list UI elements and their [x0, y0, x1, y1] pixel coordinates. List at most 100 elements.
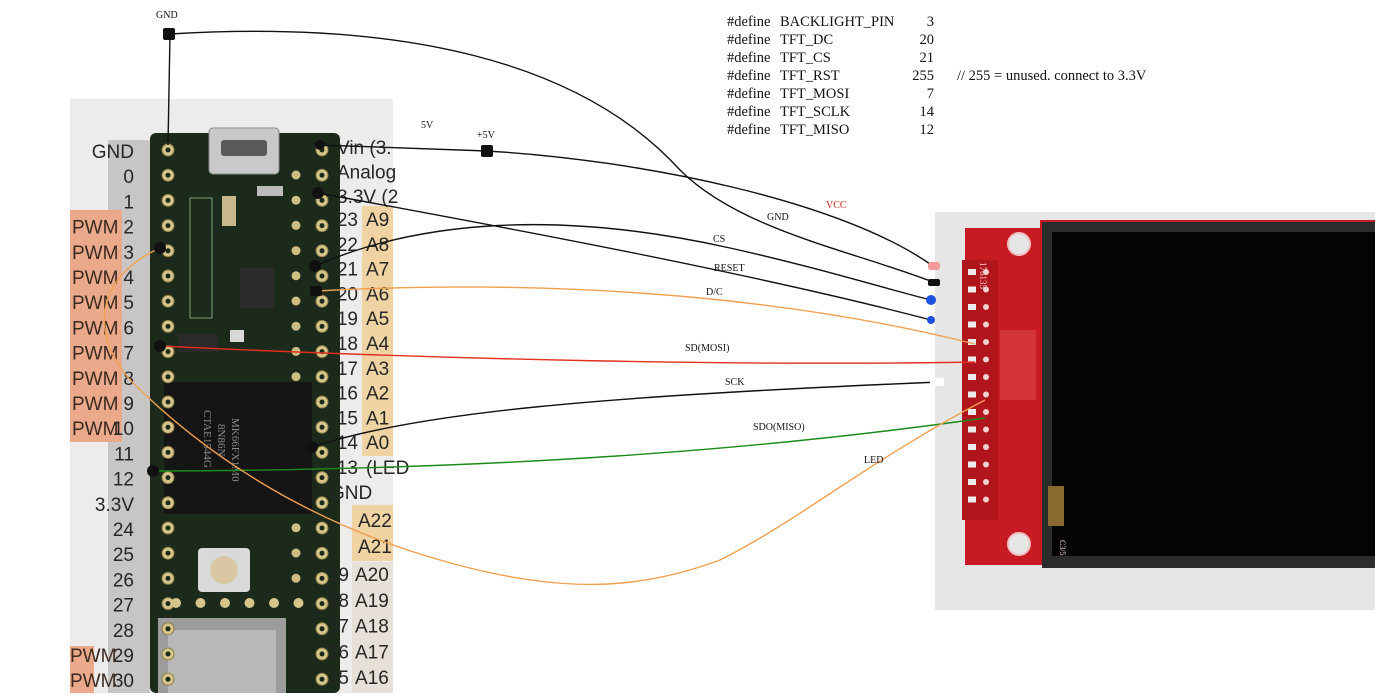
define-name: TFT_SCLK: [780, 104, 851, 120]
header-pin: [968, 269, 976, 275]
define-keyword: #define: [727, 32, 770, 48]
right-top-label: Vin (3.: [337, 138, 392, 159]
header-pad: [983, 374, 989, 380]
pwm-label: PWM: [70, 646, 116, 667]
display-screen: [1052, 232, 1375, 556]
header-pin: [968, 321, 976, 328]
pwm-label: PWM: [72, 394, 118, 415]
define-value: 14: [920, 104, 935, 120]
right-lower-analog-label: A22: [358, 511, 392, 532]
right-digital-label: 23: [337, 210, 358, 231]
right-analog-label: A1: [366, 408, 389, 429]
plus5v-label: +5V: [477, 130, 496, 141]
define-keyword: #define: [727, 104, 770, 120]
left-pin-label: 5: [123, 293, 134, 314]
inner-pad: [291, 296, 301, 306]
left-pad-hole: [165, 500, 171, 506]
inner-pad: [291, 195, 301, 205]
reset-pin-marker: [927, 316, 935, 324]
right-bottom-digital-label: 35: [328, 668, 349, 689]
left-pin-label: 27: [113, 596, 134, 617]
pwm-label: PWM: [72, 243, 118, 264]
smd-part: [230, 330, 244, 342]
header-pad: [983, 321, 989, 328]
header-pin: [968, 304, 976, 310]
left-pin-label: 30: [113, 671, 134, 692]
wire-cs: [314, 223, 932, 301]
gnd-pin-marker: [928, 279, 940, 286]
gnd-marker: [163, 28, 175, 40]
right-pad-hole: [319, 525, 325, 531]
header-pin: [968, 286, 976, 293]
right-pad-hole: [319, 500, 325, 506]
define-keyword: #define: [727, 68, 770, 84]
left-pin-label: 7: [123, 344, 134, 365]
right-digital-label: 17: [337, 359, 358, 380]
wire-dc: [315, 286, 976, 345]
inner-pad: [291, 372, 301, 382]
define-name: TFT_MISO: [780, 122, 849, 138]
header-pad: [983, 286, 989, 293]
fpc-connector: [1048, 486, 1064, 526]
left-pad-hole: [165, 424, 171, 430]
bottom-pad: [171, 598, 181, 608]
inner-pad: [291, 523, 301, 533]
reset-label: RESET: [714, 263, 745, 274]
right-pad-hole: [319, 323, 325, 329]
left-pin-label: 1: [123, 192, 134, 213]
inner-pad: [291, 271, 301, 281]
header-pad: [983, 304, 989, 310]
define-value: 7: [927, 86, 934, 102]
small-chip: [240, 268, 274, 308]
teensy-vin-marker: [315, 140, 325, 150]
sck-label: SCK: [725, 377, 745, 388]
left-pin-label: 9: [123, 394, 134, 415]
right-pad-hole: [319, 575, 325, 581]
right-pad-hole: [319, 626, 325, 632]
right-bottom-analog-label: A18: [355, 617, 389, 638]
inner-pad: [291, 170, 301, 180]
define-name: TFT_DC: [780, 32, 833, 48]
cs-label: CS: [713, 234, 725, 245]
header-pad: [983, 496, 989, 503]
bottom-pad: [195, 598, 206, 608]
left-pin-label: 6: [123, 318, 134, 339]
left-pin-label: 3: [123, 243, 134, 264]
sck-pin-marker: [930, 378, 944, 386]
right-analog-label: A0: [366, 433, 389, 454]
led-label: LED: [864, 455, 883, 466]
right-pad-hole: [319, 651, 325, 657]
left-pin-label: 0: [123, 167, 134, 188]
mounting-hole: [1007, 532, 1031, 556]
5v-label: 5V: [421, 120, 434, 131]
bottom-pad: [220, 598, 230, 608]
right-pad-hole: [319, 374, 325, 380]
header-pin: [968, 374, 976, 380]
mcu-chip: [164, 382, 312, 514]
define-value: 20: [920, 32, 935, 48]
left-pad-hole: [165, 323, 171, 329]
right-gnd-label: GND: [330, 483, 372, 504]
sd-card-slot-inner: [168, 630, 276, 693]
pwm-label: PWM: [72, 218, 118, 239]
header-pin: [968, 409, 976, 415]
right-bottom-analog-label: A19: [355, 591, 389, 612]
display-header: [962, 260, 998, 520]
teensy-pin7-marker: [154, 340, 166, 352]
wire-labels: VCC GND CS RESET D/C SD(MOSI) SCK SDO(MI…: [685, 200, 883, 466]
right-bottom-digital-label: 36: [328, 642, 349, 663]
left-pin-label: 26: [113, 570, 134, 591]
right-analog-label: A4: [366, 334, 390, 355]
pin-pads: [161, 143, 329, 686]
right-bottom-analog-label: A17: [355, 642, 389, 663]
header-pad: [983, 269, 989, 275]
left-pad-hole: [165, 248, 171, 254]
header-pad: [983, 356, 989, 363]
pcb-silkscreen: [189, 197, 213, 319]
wire-led: [103, 247, 986, 586]
display-header-pins: [968, 269, 989, 503]
inner-pad: [291, 246, 301, 256]
left-pin-label: GND: [92, 142, 134, 163]
teensy-pin20-marker: [310, 286, 322, 296]
